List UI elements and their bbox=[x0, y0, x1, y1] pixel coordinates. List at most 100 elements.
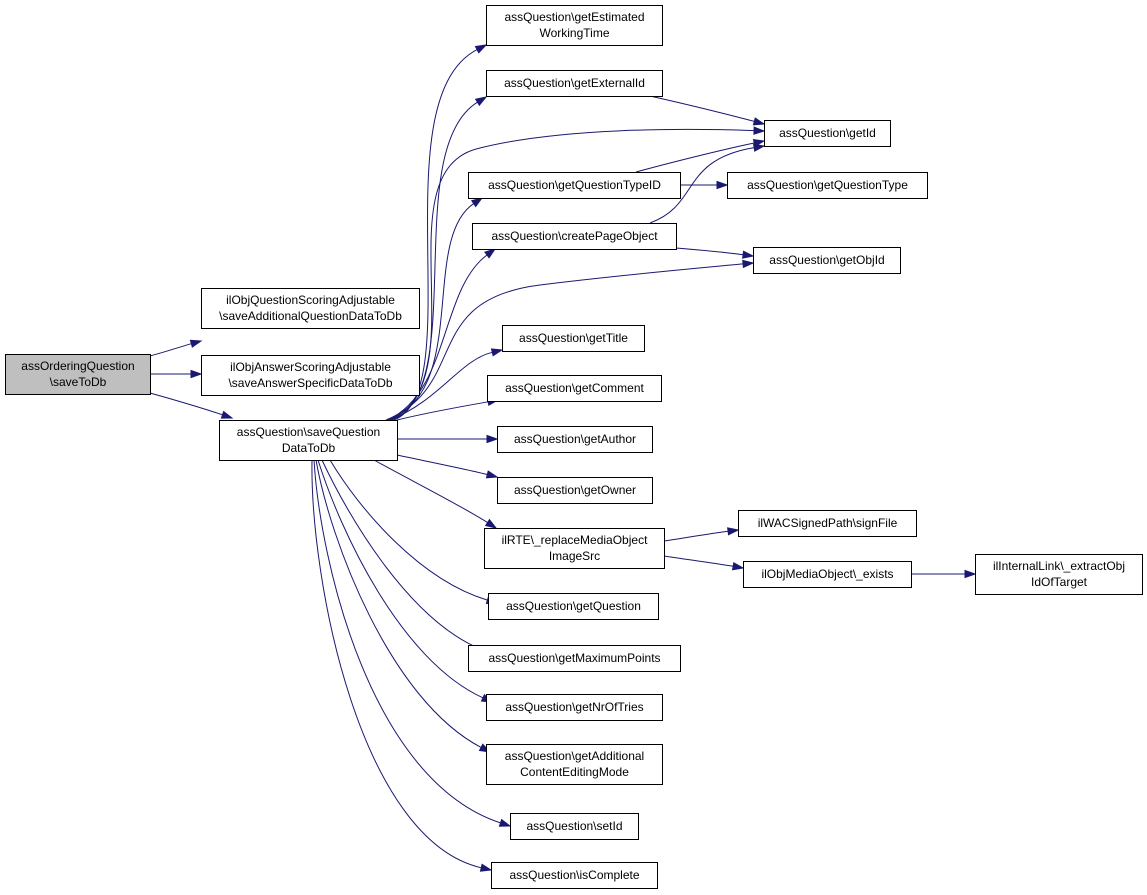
node-n-setid[interactable]: assQuestion\setId bbox=[510, 813, 639, 840]
edge-line bbox=[396, 401, 489, 421]
arrowhead-icon bbox=[731, 562, 745, 571]
arrowhead-icon bbox=[490, 348, 504, 357]
node-label-line: assQuestion\getQuestionType bbox=[747, 178, 908, 192]
node-box[interactable] bbox=[486, 5, 663, 46]
node-box[interactable] bbox=[497, 426, 653, 453]
node-box[interactable] bbox=[502, 325, 645, 352]
node-n-comment[interactable]: assQuestion\getComment bbox=[487, 375, 662, 402]
node-n-qtype[interactable]: assQuestion\getQuestionType bbox=[727, 172, 928, 199]
node-box[interactable] bbox=[486, 70, 663, 97]
node-n-answer[interactable]: ilObjAnswerScoringAdjustable\saveAnswerS… bbox=[201, 355, 420, 396]
node-n-ext[interactable]: assQuestion\getExternalId bbox=[486, 70, 663, 97]
arrowhead-icon bbox=[716, 180, 729, 190]
edge-line bbox=[149, 392, 223, 416]
arrowhead-icon bbox=[486, 434, 499, 444]
node-box[interactable] bbox=[738, 510, 917, 537]
node-box[interactable] bbox=[764, 120, 891, 147]
node-label-line: ImageSrc bbox=[549, 549, 600, 563]
node-box[interactable] bbox=[743, 561, 912, 588]
node-n-tries[interactable]: assQuestion\getNrOfTries bbox=[486, 694, 663, 721]
node-box[interactable] bbox=[975, 554, 1143, 595]
edge-n_save-to-n_getid bbox=[389, 126, 766, 421]
node-box[interactable] bbox=[468, 645, 681, 672]
node-n-cpo[interactable]: assQuestion\createPageObject bbox=[472, 223, 677, 250]
node-box[interactable] bbox=[484, 528, 665, 569]
node-box[interactable] bbox=[488, 593, 659, 620]
arrowhead-icon bbox=[752, 117, 766, 126]
arrowhead-icon bbox=[753, 126, 766, 135]
node-box[interactable] bbox=[219, 420, 398, 461]
node-n-qtypeid[interactable]: assQuestion\getQuestionTypeID bbox=[468, 172, 681, 199]
edge-line bbox=[329, 459, 488, 601]
edge-n_save-to-n_rte bbox=[373, 459, 498, 529]
node-label-line: ilObjQuestionScoringAdjustable bbox=[226, 293, 395, 307]
edge-root-to-n_answer bbox=[150, 369, 203, 379]
node-n-getid[interactable]: assQuestion\getId bbox=[764, 120, 891, 147]
node-box[interactable] bbox=[753, 247, 901, 274]
node-label-line: \saveAdditionalQuestionDataToDb bbox=[219, 309, 402, 323]
node-box[interactable] bbox=[487, 375, 662, 402]
node-n-mob[interactable]: ilObjMediaObject\_exists bbox=[743, 561, 912, 588]
edges-layer bbox=[149, 44, 977, 872]
node-box[interactable] bbox=[491, 862, 658, 889]
node-label-line: assQuestion\saveQuestion bbox=[237, 425, 380, 439]
node-n-addl[interactable]: assQuestion\getAdditionalContentEditingM… bbox=[486, 744, 663, 785]
node-box[interactable] bbox=[727, 172, 928, 199]
node-label-line: assQuestion\createPageObject bbox=[491, 229, 658, 243]
node-box[interactable] bbox=[468, 172, 681, 199]
node-label-line: assOrderingQuestion bbox=[21, 359, 134, 373]
node-box[interactable] bbox=[510, 813, 639, 840]
arrowhead-icon bbox=[485, 470, 499, 479]
node-n-maxpts[interactable]: assQuestion\getMaximumPoints bbox=[468, 645, 681, 672]
node-box[interactable] bbox=[497, 477, 653, 504]
arrowhead-icon bbox=[190, 369, 203, 379]
node-n-owner[interactable]: assQuestion\getOwner bbox=[497, 477, 653, 504]
node-root[interactable]: assOrderingQuestion \saveToDb bbox=[5, 354, 151, 395]
node-n-complete[interactable]: assQuestion\isComplete bbox=[491, 862, 658, 889]
node-label-line: \saveToDb bbox=[50, 375, 107, 389]
edge-n_save-to-n_maxpts bbox=[321, 459, 492, 654]
node-n-objid[interactable]: assQuestion\getObjId bbox=[753, 247, 901, 274]
node-label-line: ilWACSignedPath\signFile bbox=[758, 516, 898, 530]
arrowhead-icon bbox=[474, 44, 488, 54]
node-n-title[interactable]: assQuestion\getTitle bbox=[502, 325, 645, 352]
edge-line bbox=[396, 454, 488, 475]
edge-line bbox=[385, 263, 744, 421]
node-label-line: assQuestion\getTitle bbox=[519, 331, 628, 345]
edge-line bbox=[317, 459, 484, 699]
edge-line bbox=[635, 142, 755, 173]
node-label-line: assQuestion\getAuthor bbox=[514, 432, 636, 446]
edge-n_save-to-n_addl bbox=[315, 459, 492, 753]
edge-n_rte-to-n_wac bbox=[663, 527, 740, 542]
nodes-layer: assOrderingQuestion \saveToDb ilObjQuestio… bbox=[5, 5, 1143, 889]
edge-line bbox=[675, 247, 744, 256]
node-n-wac[interactable]: ilWACSignedPath\signFile bbox=[738, 510, 917, 537]
arrowhead-icon bbox=[484, 248, 497, 259]
edge-line bbox=[663, 555, 734, 567]
arrowhead-icon bbox=[742, 259, 755, 269]
node-box[interactable] bbox=[5, 354, 151, 395]
node-label-line: ilObjAnswerScoringAdjustable bbox=[230, 360, 391, 374]
node-box[interactable] bbox=[486, 744, 663, 785]
node-box[interactable] bbox=[472, 223, 677, 250]
node-label-line: assQuestion\setId bbox=[526, 819, 622, 833]
edge-line bbox=[387, 254, 488, 421]
node-label-line: assQuestion\getMaximumPoints bbox=[488, 651, 660, 665]
node-label-line: assQuestion\getAdditional bbox=[505, 749, 644, 763]
node-label-line: ilInternalLink\_extractObj bbox=[993, 559, 1125, 573]
edge-n_rte-to-n_mob bbox=[663, 555, 745, 571]
edge-line bbox=[389, 351, 493, 421]
edge-n_mob-to-n_link bbox=[911, 569, 977, 579]
node-n-scoring[interactable]: ilObjQuestionScoringAdjustable \saveAddit… bbox=[201, 288, 420, 329]
node-box[interactable] bbox=[486, 694, 663, 721]
node-label-line: ContentEditingMode bbox=[520, 765, 629, 779]
node-box[interactable] bbox=[201, 355, 420, 396]
node-n-question[interactable]: assQuestion\getQuestion bbox=[488, 593, 659, 620]
node-label-line: ilObjMediaObject\_exists bbox=[761, 567, 893, 581]
node-n-author[interactable]: assQuestion\getAuthor bbox=[497, 426, 653, 453]
node-box[interactable] bbox=[201, 288, 420, 329]
